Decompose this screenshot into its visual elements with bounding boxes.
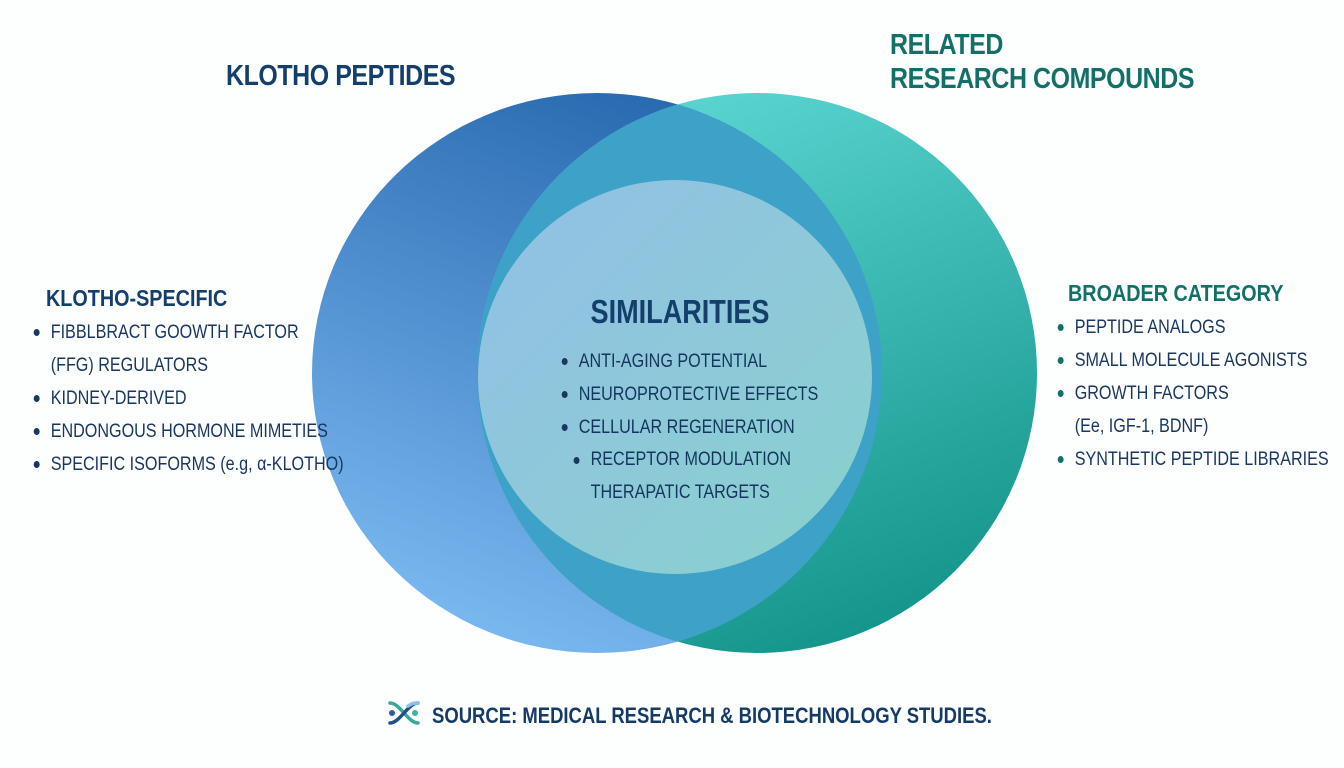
bullet-icon <box>561 424 568 431</box>
bullet-icon <box>33 329 40 336</box>
left-set-title: KLOTHO PEPTIDES <box>226 60 456 92</box>
bullet-icon <box>1057 324 1064 331</box>
bullet-icon <box>1057 357 1064 364</box>
dna-helix-icon <box>386 700 422 731</box>
bullet-icon <box>33 428 40 435</box>
left-set-list: FIBBLBRACT GOOWTH FACTOR(FFG) REGULATORS… <box>32 316 344 481</box>
list-item: ENDONGOUS HORMONE MIMETIES <box>32 415 344 448</box>
bullet-icon <box>561 358 568 365</box>
source-footer: SOURCE: MEDICAL RESEARCH & BIOTECHNOLOGY… <box>386 700 1099 731</box>
bullet-icon <box>1057 390 1064 397</box>
similarities-details: SIMILARITIES ANTI-AGING POTENTIAL NEUROP… <box>560 293 818 503</box>
bullet-icon <box>33 395 40 402</box>
list-item: FIBBLBRACT GOOWTH FACTOR(FFG) REGULATORS <box>32 316 344 382</box>
similarities-list: ANTI-AGING POTENTIAL NEUROPROTECTIVE EFF… <box>560 345 818 509</box>
right-set-details: BROADER CATEGORY PEPTIDE ANALOGS SMALL M… <box>1056 280 1344 476</box>
list-item: KIDNEY-DERIVED <box>32 382 344 415</box>
list-item: CELLULAR REGENERATION <box>560 411 818 444</box>
similarities-circle <box>478 180 872 574</box>
list-item: SPECIFIC ISOFORMS (e.g, α-KLOTHO) <box>32 448 344 481</box>
left-set-details: KLOTHO-SPECIFIC FIBBLBRACT GOOWTH FACTOR… <box>32 285 399 481</box>
similarities-title: SIMILARITIES <box>590 293 770 330</box>
list-item: SYNTHETIC PEPTIDE LIBRARIES <box>1056 443 1329 476</box>
left-set-subtitle: KLOTHO-SPECIFIC <box>46 285 228 311</box>
right-set-subtitle: BROADER CATEGORY <box>1068 280 1284 306</box>
bullet-icon <box>573 457 580 464</box>
list-item: SMALL MOLECULE AGONISTS <box>1056 344 1329 377</box>
source-text: SOURCE: MEDICAL RESEARCH & BIOTECHNOLOGY… <box>432 702 992 728</box>
list-item: PEPTIDE ANALOGS <box>1056 311 1329 344</box>
right-set-list: PEPTIDE ANALOGS SMALL MOLECULE AGONISTS … <box>1056 311 1329 476</box>
bullet-icon <box>561 391 568 398</box>
bullet-icon <box>1057 456 1064 463</box>
right-set-title: RELATED RESEARCH COMPOUNDS <box>890 28 1194 96</box>
right-set-title-line2: RESEARCH COMPOUNDS <box>890 63 1195 95</box>
bullet-icon <box>33 461 40 468</box>
list-item: NEUROPROTECTIVE EFFECTS <box>560 378 818 411</box>
list-item: ANTI-AGING POTENTIAL <box>560 345 818 378</box>
list-item: GROWTH FACTORS(Ee, IGF-1, BDNF) <box>1056 377 1329 443</box>
right-set-title-line1: RELATED <box>890 29 1003 61</box>
